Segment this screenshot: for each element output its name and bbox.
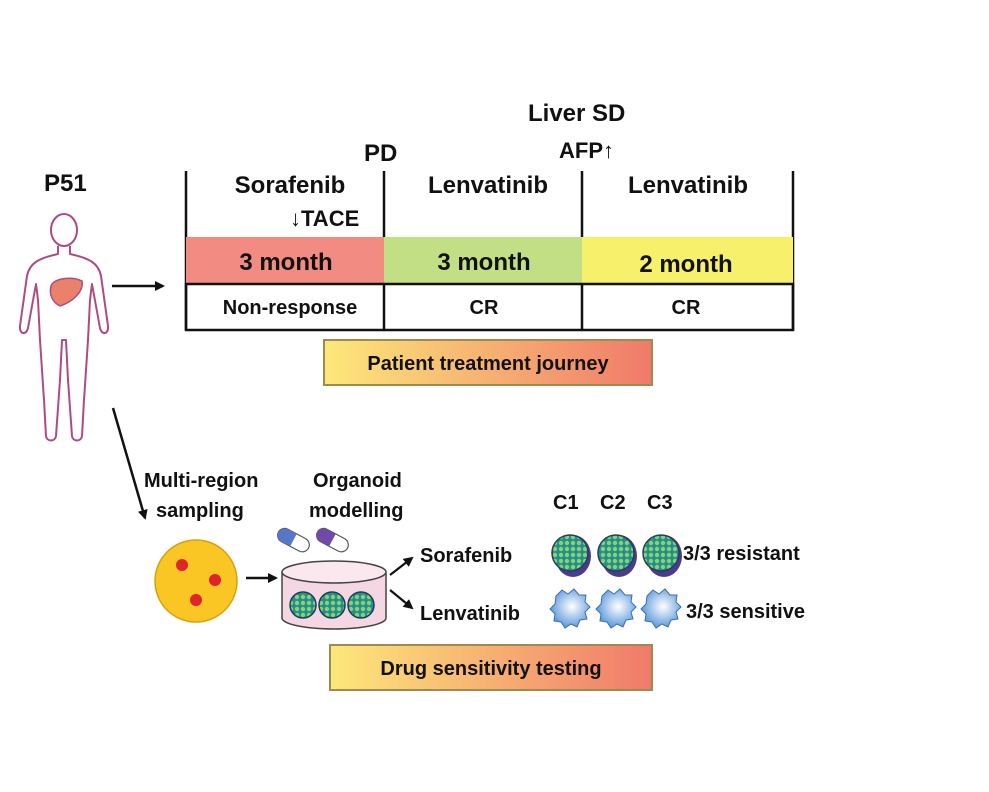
result-2-drug: Lenvatinib [420, 603, 520, 625]
liver-icon [49, 277, 83, 307]
patient-id: P51 [44, 170, 87, 197]
capsule-blue-icon [277, 527, 310, 553]
afp-label: AFP↑ [559, 138, 614, 163]
resistant-organoid-c1 [551, 534, 591, 577]
result-1-outcome: 3/3 resistant [683, 543, 800, 565]
drug-caption: Drug sensitivity testing [380, 658, 601, 680]
stage-1-response: Non-response [223, 297, 357, 319]
step2-line1: Organoid [313, 470, 402, 492]
journey-caption: Patient treatment journey [367, 353, 609, 375]
human-body-icon [18, 213, 110, 442]
stage-2-response: CR [470, 297, 499, 319]
stage-3-duration: 2 month [639, 251, 732, 278]
drug-caption-box [329, 644, 653, 691]
tissue-sample-icon [154, 539, 238, 623]
result-2-outcome: 3/3 sensitive [686, 601, 805, 623]
resistant-organoid-c3 [642, 534, 682, 577]
capsule-purple-icon [316, 527, 349, 553]
stage-2-bar [384, 237, 582, 284]
arrow-to-sorafenib [389, 556, 414, 576]
response-row [184, 282, 795, 332]
stage-1-drug: Sorafenib [235, 172, 346, 199]
stage-1-duration: 3 month [239, 249, 332, 276]
tace-label: ↓TACE [290, 206, 359, 231]
step1-line2: sampling [156, 500, 244, 522]
step2-line2: modelling [309, 500, 403, 522]
clone-label-c1: C1 [553, 492, 579, 514]
resistant-organoid-c2 [597, 534, 637, 577]
journey-caption-box [323, 339, 653, 386]
clone-label-c3: C3 [647, 492, 673, 514]
stage-2-drug: Lenvatinib [428, 172, 548, 199]
pd-label: PD [364, 140, 397, 167]
organoid-dish-icon [281, 560, 387, 630]
stage-3-drug: Lenvatinib [628, 172, 748, 199]
sensitive-organoid-c3 [640, 588, 682, 629]
sensitive-organoid-c2 [595, 588, 637, 629]
step1-line1: Multi-region [144, 470, 258, 492]
liver-sd-label: Liver SD [528, 100, 625, 127]
arrow-to-workflow [111, 407, 148, 520]
stage-3-response: CR [672, 297, 701, 319]
stage-2-duration: 3 month [437, 249, 530, 276]
arrow-to-lenvatinib [389, 589, 414, 610]
sensitive-organoid-c1 [549, 588, 591, 629]
clone-label-c2: C2 [600, 492, 626, 514]
stage-1-bar [186, 237, 384, 284]
stage-3-bar [582, 237, 793, 284]
result-1-drug: Sorafenib [420, 545, 512, 567]
